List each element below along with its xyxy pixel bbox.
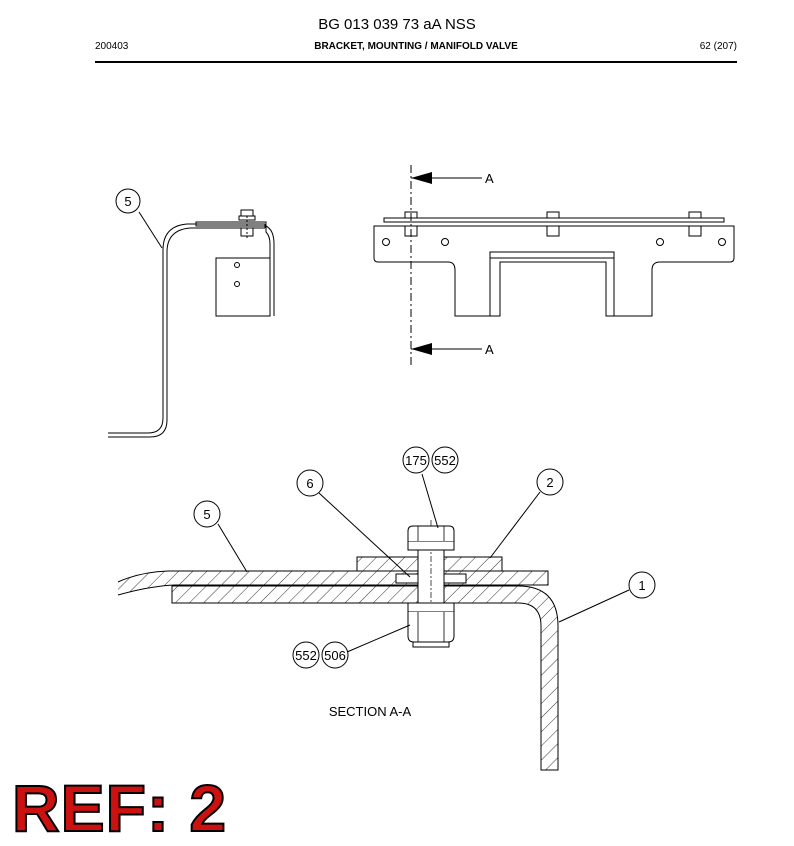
callout-side-bracket: 5 (115, 188, 163, 249)
section-marker-label-top: A (485, 171, 494, 186)
callout-5-plate: 5 (203, 507, 210, 522)
date-code: 200403 (95, 41, 129, 52)
callout-506: 506 (324, 648, 346, 663)
callout-2: 2 (546, 475, 553, 490)
callout-6: 6 (306, 476, 313, 491)
side-view (108, 209, 275, 438)
callout-552-top: 552 (434, 453, 456, 468)
section-caption: SECTION A-A (329, 704, 412, 719)
header-rule (95, 61, 737, 63)
callout-bolt: 175 552 (402, 446, 459, 529)
callout-washer: 6 (296, 469, 411, 578)
callout-bracket: 1 (558, 571, 656, 623)
front-view (373, 165, 735, 368)
callout-5-side: 5 (124, 194, 131, 209)
section-marker-label-bottom: A (485, 342, 494, 357)
callout-nut: 552 506 (292, 624, 411, 669)
callout-plate: 5 (193, 500, 248, 573)
ref-stamp: REF: 2 (11, 770, 228, 846)
section-marker-bottom: A (411, 342, 494, 357)
section-view (117, 520, 559, 771)
callout-mounting-plate: 2 (489, 468, 564, 559)
section-marker-top: A (411, 171, 494, 186)
callout-1: 1 (638, 578, 645, 593)
document-number: BG 013 039 73 aA NSS (318, 16, 476, 33)
callout-175: 175 (405, 453, 427, 468)
page-number: 62 (207) (699, 41, 737, 52)
callout-552-bottom: 552 (295, 648, 317, 663)
page-title: BRACKET, MOUNTING / MANIFOLD VALVE (314, 41, 518, 52)
